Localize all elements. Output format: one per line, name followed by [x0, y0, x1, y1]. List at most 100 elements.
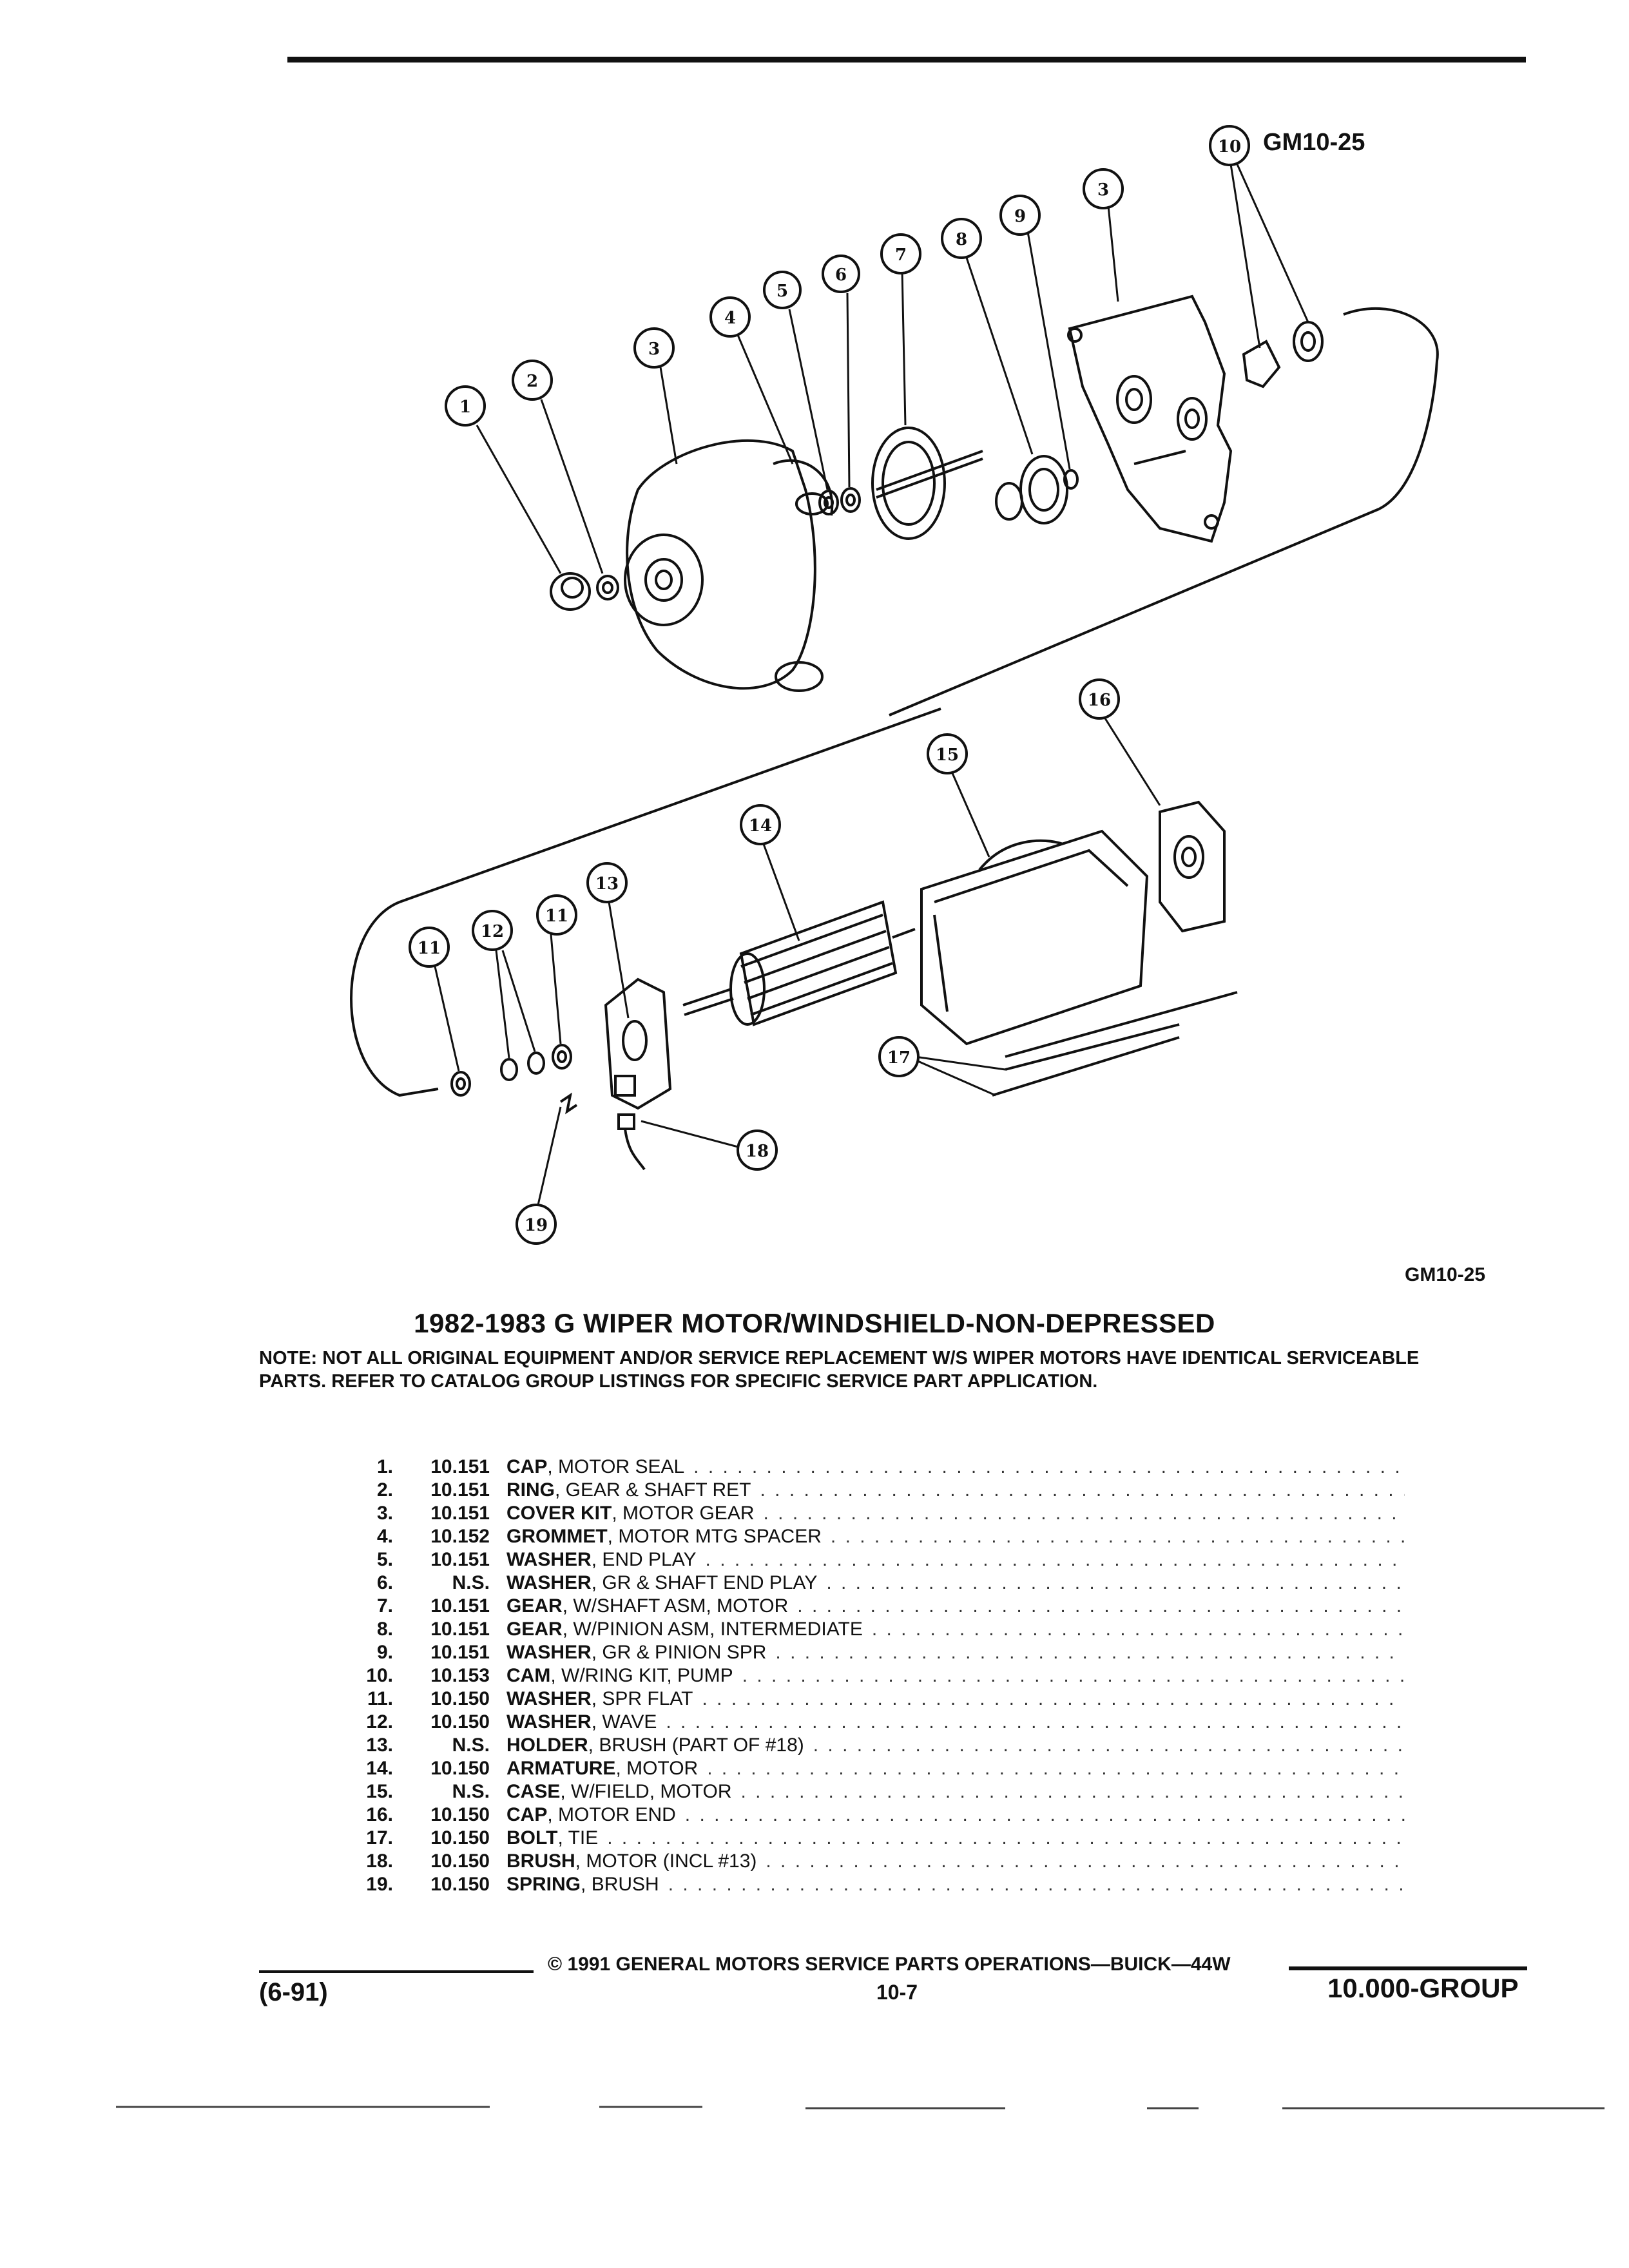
callout-10: 10	[1218, 137, 1241, 157]
part-number: 11.	[367, 1688, 393, 1709]
leader-dots	[702, 1688, 1405, 1710]
part-name: WASHER	[506, 1549, 592, 1570]
part-description: GROMMET, MOTOR MTG SPACER	[506, 1526, 822, 1548]
part-description: ARMATURE, MOTOR	[506, 1758, 698, 1780]
part-group: 10.151	[430, 1456, 490, 1477]
part-motor-field-case	[920, 829, 1149, 1046]
callout-6: 6	[835, 265, 847, 285]
callout-numbers: 1 2 3 4 5 6 7 8 9 3 10 11 11 12 13 14 15…	[418, 137, 1241, 1235]
part-group: N.S.	[452, 1781, 490, 1802]
part-row: 6.N.S.WASHER, GR & SHAFT END PLAY	[348, 1572, 1405, 1595]
exploded-parts-diagram: 1 2 3 4 5 6 7 8 9 3 10 11 11 12 13 14 15…	[350, 125, 1439, 1245]
part-description: WASHER, WAVE	[506, 1711, 657, 1733]
part-group: 10.151	[430, 1549, 490, 1570]
leader-dots	[764, 1503, 1405, 1524]
part-brush-spring	[559, 1092, 578, 1115]
leader-dots	[666, 1711, 1405, 1733]
part-description: HOLDER, BRUSH (PART OF #18)	[506, 1735, 804, 1756]
callout-8: 8	[956, 230, 967, 249]
part-detail: , W/FIELD, MOTOR	[560, 1781, 732, 1802]
part-detail: , GR & PINION SPR	[591, 1642, 767, 1663]
part-row: 13.N.S.HOLDER, BRUSH (PART OF #18)	[348, 1735, 1405, 1758]
callout-9: 9	[1014, 207, 1026, 226]
leader-dots	[831, 1526, 1405, 1548]
callout-3b: 3	[1097, 180, 1109, 200]
callout-2: 2	[526, 372, 538, 391]
part-group: 10.152	[430, 1526, 490, 1547]
callout-11a: 11	[418, 939, 441, 958]
part-detail: , TIE	[557, 1827, 599, 1849]
figure-code-top: GM10-25	[1263, 129, 1365, 156]
part-description: COVER KIT, MOTOR GEAR	[506, 1503, 755, 1524]
part-detail: , SPR FLAT	[591, 1688, 693, 1709]
part-detail: , W/SHAFT ASM, MOTOR	[562, 1595, 789, 1617]
part-number: 9.	[376, 1642, 393, 1663]
part-number: 5.	[376, 1549, 393, 1570]
callout-13: 13	[595, 874, 619, 894]
callout-4: 4	[724, 309, 736, 328]
part-pump-cam	[1242, 321, 1324, 389]
callout-1: 1	[459, 398, 471, 417]
callout-19: 19	[525, 1216, 548, 1235]
part-armature	[682, 900, 916, 1026]
part-description: RING, GEAR & SHAFT RET	[506, 1479, 751, 1501]
leader-dots	[607, 1827, 1405, 1849]
part-washers-upper	[818, 487, 861, 515]
footer-rule-left	[259, 1970, 534, 1973]
part-row: 15.N.S.CASE, W/FIELD, MOTOR	[348, 1781, 1405, 1804]
part-detail: , END PLAY	[591, 1549, 697, 1570]
scan-artifact-lines	[116, 2106, 1605, 2109]
upper-group-outline	[889, 307, 1439, 716]
part-group: 10.150	[430, 1804, 490, 1825]
part-description: BOLT, TIE	[506, 1827, 598, 1849]
leader-dots	[826, 1572, 1405, 1594]
leader-dots	[740, 1781, 1405, 1803]
part-name: BRUSH	[506, 1850, 575, 1872]
part-name: CAP	[506, 1456, 548, 1477]
part-name: WASHER	[506, 1572, 592, 1593]
callout-16: 16	[1088, 691, 1111, 710]
part-gear-shaft-ring	[596, 575, 619, 601]
part-number: 19.	[366, 1874, 393, 1895]
part-number: 2.	[376, 1479, 393, 1501]
part-number: 10.	[366, 1665, 393, 1686]
part-detail: , MOTOR END	[547, 1804, 676, 1825]
part-detail: , MOTOR SEAL	[547, 1456, 685, 1477]
part-brush-holder	[604, 977, 672, 1110]
part-name: ARMATURE	[506, 1758, 616, 1779]
part-description: WASHER, GR & PINION SPR	[506, 1642, 766, 1664]
leader-dots	[872, 1619, 1405, 1640]
callout-3a: 3	[648, 340, 660, 359]
part-name: WASHER	[506, 1711, 592, 1733]
leader-dots	[693, 1456, 1405, 1478]
part-name: SPRING	[506, 1874, 581, 1895]
part-motor-seal-cap	[550, 572, 591, 611]
part-detail: , MOTOR	[615, 1758, 699, 1779]
callout-7: 7	[895, 245, 907, 265]
leader-dots	[685, 1804, 1405, 1826]
part-number: 7.	[376, 1595, 393, 1617]
part-washers-lower	[450, 1044, 572, 1097]
part-row: 5. 10.151 WASHER, END PLAY	[348, 1549, 1405, 1572]
part-group: 10.151	[430, 1479, 490, 1501]
part-number: 8.	[376, 1619, 393, 1640]
part-detail: , W/PINION ASM, INTERMEDIATE	[562, 1619, 863, 1640]
leader-lines	[434, 164, 1309, 1206]
part-group: 10.151	[430, 1619, 490, 1640]
part-motor-brush	[617, 1113, 646, 1171]
part-name: WASHER	[506, 1642, 592, 1663]
part-name: COVER KIT	[506, 1503, 612, 1524]
callout-circles	[409, 125, 1250, 1245]
part-detail: , MOTOR MTG SPACER	[607, 1526, 822, 1547]
top-rule	[287, 57, 1526, 62]
leader-dots	[668, 1874, 1405, 1896]
